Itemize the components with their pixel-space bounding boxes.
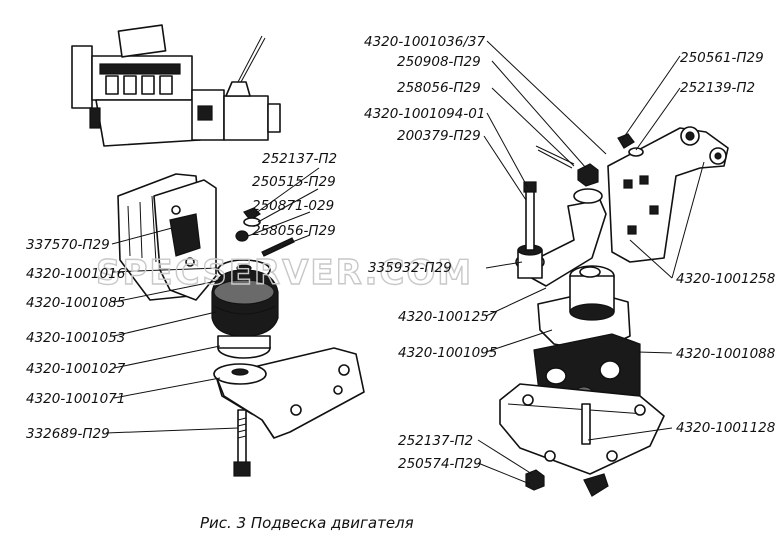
part-label: 4320-1001088: [676, 346, 775, 362]
part-label: 4320-1001258: [676, 271, 775, 287]
part-label: 250871-029: [252, 198, 334, 214]
part-label: 4320-1001071: [26, 391, 125, 407]
part-label: 200379-П29: [397, 128, 481, 144]
right-part-labels: 4320-1001036/37 250908-П29 258056-П29 43…: [364, 34, 775, 472]
part-label: 4320-1001027: [26, 361, 126, 377]
part-label: 252137-П2: [262, 151, 337, 167]
leader-lines: [105, 40, 705, 485]
part-label: 332689-П29: [26, 426, 110, 442]
part-label: 4320-1001257: [398, 309, 498, 325]
part-label: 337570-П29: [26, 237, 110, 253]
part-label: 258056-П29: [252, 223, 336, 239]
part-label: 4320-1001016: [26, 266, 125, 282]
part-label: 252137-П2: [398, 433, 473, 449]
part-label: 250574-П29: [398, 456, 482, 472]
part-label: 4320-1001085: [26, 295, 125, 311]
left-part-labels: 252137-П2 250515-П29 250871-029 258056-П…: [26, 151, 337, 442]
part-label: 4320-1001095: [398, 345, 497, 361]
part-label: 335932-П29: [368, 260, 452, 276]
part-label: 4320-1001053: [26, 330, 125, 346]
watermark-text: SPECSERVER.COM: [96, 253, 473, 293]
part-label: 4320-1001036/37: [364, 34, 485, 50]
part-label: 250561-П29: [680, 50, 764, 66]
part-label: 4320-1001128: [676, 420, 775, 436]
part-label: 250908-П29: [397, 54, 481, 70]
part-label: 250515-П29: [252, 174, 336, 190]
right-mount-assembly: [499, 126, 729, 497]
part-label: 258056-П29: [397, 80, 481, 96]
engine-overview-drawing: [71, 24, 281, 147]
part-label: 252139-П2: [680, 80, 755, 96]
figure-caption: Рис. 3 Подвеска двигателя: [200, 514, 414, 532]
part-label: 4320-1001094-01: [364, 106, 485, 122]
